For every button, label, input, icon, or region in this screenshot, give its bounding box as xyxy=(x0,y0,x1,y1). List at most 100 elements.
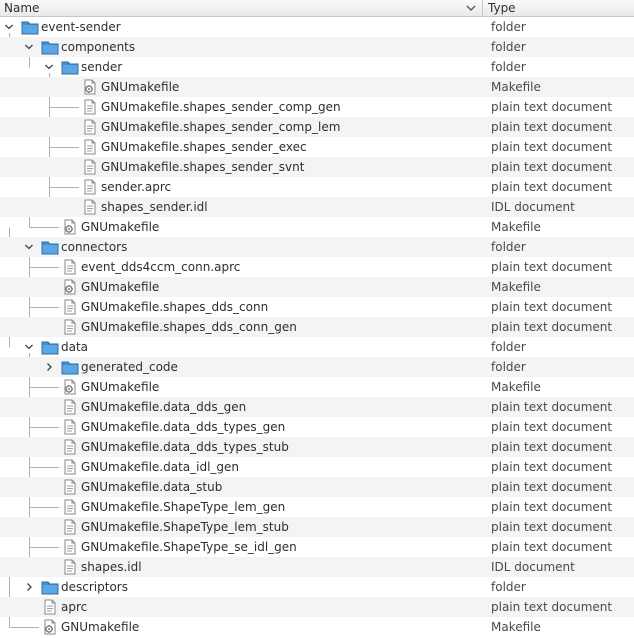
file-row[interactable]: aprc plain text document xyxy=(0,597,634,617)
name-column-label: Name xyxy=(4,1,40,15)
item-name: GNUmakefile.shapes_dds_conn xyxy=(81,300,269,314)
folder-icon xyxy=(41,579,59,595)
expander-expanded-icon[interactable] xyxy=(24,341,34,353)
folder-icon xyxy=(61,359,79,375)
item-type: plain text document xyxy=(491,180,613,194)
file-row[interactable]: GNUmakefile.shapes_dds_conn plain text do… xyxy=(0,297,634,317)
folder-icon xyxy=(21,19,39,35)
item-type: plain text document xyxy=(491,500,613,514)
text-document-icon xyxy=(61,399,79,415)
text-document-icon xyxy=(81,119,99,135)
expander-expanded-icon[interactable] xyxy=(24,241,34,253)
item-type: plain text document xyxy=(491,120,613,134)
text-document-icon xyxy=(61,519,79,535)
expander-expanded-icon[interactable] xyxy=(44,61,54,73)
name-column-header[interactable]: Name xyxy=(0,0,483,16)
folder-icon xyxy=(41,239,59,255)
file-row[interactable]: GNUmakefile.shapes_sender_comp_lem plain … xyxy=(0,117,634,137)
file-row[interactable]: sender.aprc plain text document xyxy=(0,177,634,197)
item-name: aprc xyxy=(61,600,88,614)
item-type: plain text document xyxy=(491,520,613,534)
expander-collapsed-icon[interactable] xyxy=(44,361,54,373)
folder-icon xyxy=(61,59,79,75)
item-type: folder xyxy=(491,60,526,74)
file-row[interactable]: GNUmakefile Makefile xyxy=(0,277,634,297)
item-name: GNUmakefile.ShapeType_se_idl_gen xyxy=(81,540,297,554)
makefile-icon xyxy=(61,379,79,395)
type-column-header[interactable]: Type xyxy=(484,0,634,16)
file-row[interactable]: GNUmakefile.shapes_sender_svnt plain text… xyxy=(0,157,634,177)
item-name: GNUmakefile xyxy=(81,380,160,394)
item-type: folder xyxy=(491,40,526,54)
makefile-icon xyxy=(81,79,99,95)
text-document-icon xyxy=(61,439,79,455)
item-type: Makefile xyxy=(491,380,541,394)
item-type: Makefile xyxy=(491,220,541,234)
item-type: plain text document xyxy=(491,140,613,154)
item-name: GNUmakefile.shapes_sender_svnt xyxy=(101,160,305,174)
file-row[interactable]: GNUmakefile Makefile xyxy=(0,617,634,637)
item-name: GNUmakefile.ShapeType_lem_stub xyxy=(81,520,289,534)
chevron-down-icon[interactable] xyxy=(466,4,476,12)
file-row[interactable]: GNUmakefile.data_idl_gen plain text docum… xyxy=(0,457,634,477)
item-name: descriptors xyxy=(61,580,128,594)
item-type: folder xyxy=(491,360,526,374)
text-document-icon xyxy=(61,459,79,475)
item-type: Makefile xyxy=(491,280,541,294)
file-row[interactable]: GNUmakefile.ShapeType_lem_stub plain text… xyxy=(0,517,634,537)
item-name: sender xyxy=(81,60,123,74)
text-document-icon xyxy=(61,559,79,575)
item-name: event-sender xyxy=(41,20,121,34)
item-type: plain text document xyxy=(491,100,613,114)
item-name: GNUmakefile xyxy=(81,280,160,294)
type-column-label: Type xyxy=(488,1,516,15)
expander-expanded-icon[interactable] xyxy=(24,41,34,53)
item-name: GNUmakefile.shapes_sender_comp_lem xyxy=(101,120,341,134)
expander-expanded-icon[interactable] xyxy=(4,21,14,33)
item-name: shapes_sender.idl xyxy=(101,200,208,214)
folder-row[interactable]: sender folder xyxy=(0,57,634,77)
file-row[interactable]: GNUmakefile Makefile xyxy=(0,217,634,237)
expander-collapsed-icon[interactable] xyxy=(24,581,34,593)
item-name: GNUmakefile.data_dds_gen xyxy=(81,400,247,414)
item-type: plain text document xyxy=(491,160,613,174)
text-document-icon xyxy=(61,499,79,515)
item-type: plain text document xyxy=(491,300,613,314)
item-name: GNUmakefile xyxy=(81,220,160,234)
item-type: plain text document xyxy=(491,420,613,434)
item-name: event_dds4ccm_conn.aprc xyxy=(81,260,241,274)
item-type: plain text document xyxy=(491,600,613,614)
folder-icon xyxy=(41,39,59,55)
text-document-icon xyxy=(81,139,99,155)
item-name: GNUmakefile xyxy=(101,80,180,94)
file-row[interactable]: GNUmakefile Makefile xyxy=(0,377,634,397)
item-name: GNUmakefile xyxy=(61,620,140,634)
text-document-icon xyxy=(61,419,79,435)
makefile-icon xyxy=(41,619,59,635)
item-name: GNUmakefile.data_stub xyxy=(81,480,223,494)
item-name: sender.aprc xyxy=(101,180,172,194)
item-type: Makefile xyxy=(491,620,541,634)
item-name: GNUmakefile.data_idl_gen xyxy=(81,460,240,474)
item-type: plain text document xyxy=(491,460,613,474)
